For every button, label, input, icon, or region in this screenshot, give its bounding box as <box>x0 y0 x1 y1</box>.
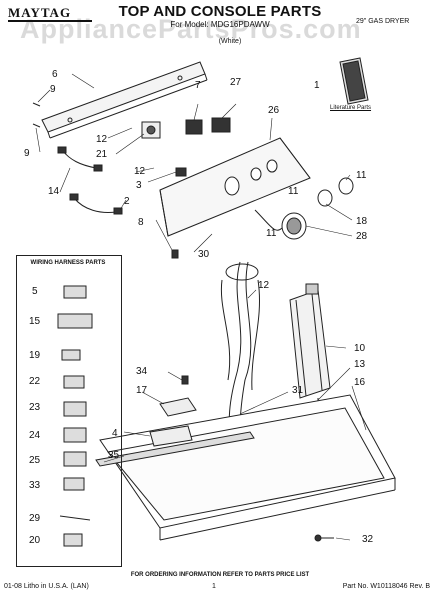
callout: 12 <box>96 134 108 145</box>
switch-icon <box>141 117 231 139</box>
callout: 11 <box>356 170 367 181</box>
callout: 10 <box>354 343 366 354</box>
harness-item: 23 <box>29 402 41 413</box>
model-subtitle: For Model: MDG16PDAWW <box>170 20 270 29</box>
console-panel-icon <box>159 137 311 237</box>
callout: 11 <box>288 186 299 197</box>
harness-box-parts <box>57 285 93 547</box>
rear-bracket-icon <box>41 61 208 139</box>
callout: 11 <box>266 228 277 239</box>
brand-logo: MAYTAG <box>8 6 92 22</box>
page-title: TOP AND CONSOLE PARTS <box>118 3 322 20</box>
callout: 12 <box>258 280 270 291</box>
part-number: Part No. W10118046 Rev. B <box>342 583 430 590</box>
callout: 27 <box>230 77 242 88</box>
callout: 34 <box>136 366 148 377</box>
wiring-harness-box <box>16 255 122 567</box>
control-bracket-icon <box>289 283 331 399</box>
callout: 3 <box>136 180 142 191</box>
harness-item: 19 <box>29 350 41 361</box>
harness-item: 25 <box>29 455 41 466</box>
screw-32-icon <box>314 534 334 542</box>
callout: 9 <box>50 84 56 95</box>
harness-item: 33 <box>29 480 41 491</box>
callout: 35 <box>108 450 120 461</box>
literature-part-number: 1 <box>314 80 320 91</box>
harness-item: 20 <box>29 535 41 546</box>
wiring-harness-title: WIRING HARNESS PARTS <box>30 260 106 266</box>
callout: 14 <box>48 186 60 197</box>
knob-icon <box>254 177 354 240</box>
screw-icon <box>32 102 41 128</box>
harness-item: 24 <box>29 430 41 441</box>
harness-item: 5 <box>32 286 38 297</box>
callout: 4 <box>112 428 118 439</box>
callout: 9 <box>24 148 30 159</box>
leader-lines <box>35 73 367 541</box>
wire-icon <box>57 146 123 215</box>
harness-item: 29 <box>29 513 41 524</box>
page-number: 1 <box>212 583 216 590</box>
watermark: AppliancePartsPros.com <box>20 14 362 44</box>
model-type: 29" GAS DRYER <box>356 18 410 25</box>
callout: 16 <box>354 377 366 388</box>
callout: 18 <box>356 216 368 227</box>
callout: 26 <box>268 105 280 116</box>
literature-label: Literature Parts <box>330 105 372 111</box>
ordering-info: FOR ORDERING INFORMATION REFER TO PARTS … <box>130 572 310 578</box>
literature-booklet-icon <box>339 57 369 105</box>
callout: 30 <box>198 249 210 260</box>
top-panel-icon <box>95 394 396 541</box>
callout: 8 <box>138 217 144 228</box>
callout: 32 <box>362 534 374 545</box>
callout: 7 <box>195 80 201 91</box>
callout: 2 <box>124 196 130 207</box>
harness-item: 15 <box>29 316 41 327</box>
callout: 17 <box>136 385 148 396</box>
litho-note: 01-08 Litho in U.S.A. (LAN) <box>4 583 89 590</box>
color-note: (White) <box>218 38 242 45</box>
callout: 6 <box>52 69 58 80</box>
callout: 31 <box>292 385 304 396</box>
clip-icon <box>171 249 179 259</box>
callout: 21 <box>96 149 108 160</box>
callout: 13 <box>354 359 366 370</box>
harness-item: 22 <box>29 376 41 387</box>
callout: 28 <box>356 231 368 242</box>
callout: 12 <box>134 166 146 177</box>
